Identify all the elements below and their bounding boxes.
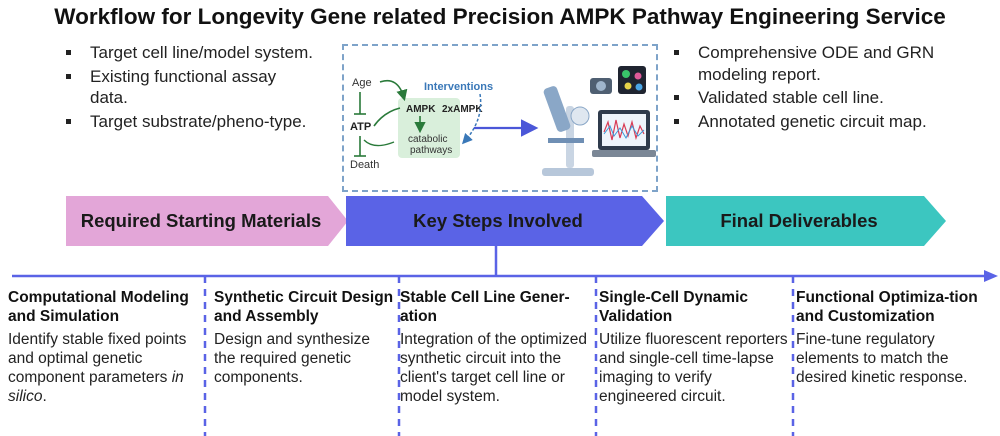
ampk-label: AMPK [406,104,436,115]
step-heading: Synthetic Circuit Design and Assembly [214,289,394,325]
step-heading: Stable Cell Line Gener-ation [400,289,570,325]
banner-deliverables: Final Deliverables [666,196,946,246]
illustration-graphic: Age ATP Death AMPK 2xAMPK Interventions … [350,66,656,176]
catabolic-box [398,98,460,158]
fluorescence-image-icon [618,66,646,94]
step-description: Integration of the optimized synthetic c… [400,331,587,405]
banner-starting-label: Required Starting Materials [80,210,322,231]
step-description: Design and synthesize the required genet… [214,331,370,386]
camera-icon [590,78,612,94]
age-label: Age [352,77,372,89]
banner-deliverables-label: Final Deliverables [720,210,878,231]
step-description: Fine-tune regulatory elements to match t… [796,331,968,386]
deliverable-item: Comprehensive ODE and GRN modeling repor… [672,42,972,85]
deliverable-item: Validated stable cell line. [672,87,972,109]
laptop-icon [592,110,656,157]
starting-material-item: Target cell line/model system. [64,42,314,64]
microscope-icon [542,86,594,176]
page-title: Workflow for Longevity Gene related Prec… [54,4,946,29]
death-label: Death [350,159,379,171]
step-heading: Computational Modeling and Simulation [8,289,189,325]
timeline [12,246,998,436]
step-description: Identify stable fixed points and optimal… [8,331,187,405]
step-description: Utilize fluorescent reporters and single… [599,331,788,405]
banner-steps-label: Key Steps Involved [413,210,583,231]
starting-material-item: Existing functional assay data. [64,66,314,109]
step-computational-modeling: Computational Modeling and Simulation Id… [8,288,200,406]
pathway-illustration: Age ATP Death AMPK 2xAMPK Interventions … [342,44,658,192]
starting-materials-list: Target cell line/model system. Existing … [64,42,314,134]
ampk2x-label: 2xAMPK [442,104,483,115]
interventions-label: Interventions [424,81,493,93]
catabolic-label-1: catabolic [408,134,447,145]
step-heading: Functional Optimiza-tion and Customizati… [796,289,978,325]
step-single-cell-validation: Single-Cell Dynamic Validation Utilize f… [599,288,791,406]
step-circuit-design: Synthetic Circuit Design and Assembly De… [214,288,394,387]
catabolic-label-2: pathways [410,145,452,156]
timeline-arrowhead [984,270,998,282]
step-stable-cell-line: Stable Cell Line Gener-ation Integration… [400,288,592,406]
step-heading: Single-Cell Dynamic Validation [599,289,749,325]
deliverables-list: Comprehensive ODE and GRN modeling repor… [672,42,972,134]
deliverable-item: Annotated genetic circuit map. [672,111,972,133]
starting-material-item: Target substrate/pheno-type. [64,111,314,133]
banner-key-steps: Key Steps Involved [346,196,664,246]
atp-label: ATP [350,121,371,133]
banner-starting-materials: Required Starting Materials [66,196,348,246]
step-functional-optimization: Functional Optimiza-tion and Customizati… [796,288,992,387]
